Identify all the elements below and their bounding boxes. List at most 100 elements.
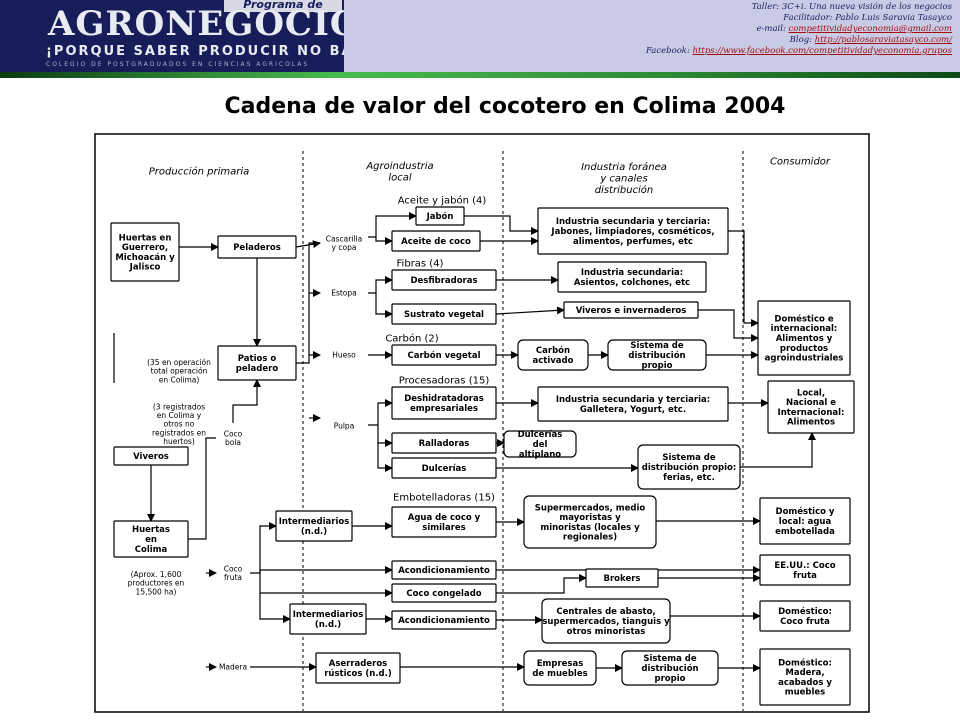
group-label-aceite: Aceite y jabón (4) xyxy=(398,195,487,207)
workshop-facebook: Facebook: https://www.facebook.com/compe… xyxy=(645,46,952,56)
facebook-link[interactable]: https://www.facebook.com/competitividady… xyxy=(692,46,952,56)
node-pulpa: Pulpa xyxy=(334,422,355,431)
workshop-info: Taller: 3C+i. Una nueva visión de los ne… xyxy=(646,2,952,57)
workshop-title: Taller: 3C+i. Una nueva visión de los ne… xyxy=(751,2,952,12)
node-viveros-invernaderos: Viveros e invernaderos xyxy=(563,301,699,319)
logo-program: Programa de xyxy=(224,0,342,12)
svg-text:Viveros e invernaderos: Viveros e invernaderos xyxy=(576,306,687,316)
svg-text:Madera: Madera xyxy=(219,663,247,672)
svg-text:Ralladoras: Ralladoras xyxy=(419,439,470,449)
svg-text:Industria secundaria y terciar: Industria secundaria y terciaria:Gallete… xyxy=(556,395,710,415)
svg-text:Desfibradoras: Desfibradoras xyxy=(410,276,477,286)
slide-title: Cadena de valor del cocotero en Colima 2… xyxy=(224,94,786,119)
green-divider xyxy=(0,72,960,78)
column-header-1: Producción primaria xyxy=(149,166,249,178)
blog-link[interactable]: http://pablosaraviatasayco.com/ xyxy=(814,35,952,45)
node-cons-5: Doméstico:Coco fruta xyxy=(759,600,851,632)
svg-text:Hueso: Hueso xyxy=(332,351,356,360)
node-jabon: Jabón xyxy=(415,206,465,226)
svg-text:Dulcerías: Dulcerías xyxy=(422,464,467,474)
email-link[interactable]: competitividadyeconomia@gmail.com xyxy=(788,24,952,34)
agronegocios-logo: Programa de AGRONEGOCIOS ¡PORQUE SABER P… xyxy=(0,0,344,72)
svg-text:Carbón (2): Carbón (2) xyxy=(385,333,438,345)
column-header-4: Consumidor xyxy=(770,157,831,168)
node-brokers: Brokers xyxy=(585,568,659,588)
node-ind-sec-terc-1: Industria secundaria y terciaria:Jabones… xyxy=(537,207,729,255)
node-dulcerias: Dulcerías xyxy=(391,457,497,479)
node-intermediarios-2: Intermediarios(n.d.) xyxy=(289,603,367,635)
svg-text:Carbón vegetal: Carbón vegetal xyxy=(408,350,481,361)
svg-text:Industria secundaria:Asientos,: Industria secundaria:Asientos, colchones… xyxy=(574,268,690,288)
svg-text:Intermediarios(n.d.): Intermediarios(n.d.) xyxy=(279,517,350,537)
node-centrales: Centrales de abasto,supermercados, tiang… xyxy=(541,598,671,644)
node-ind-sec-1: Industria secundaria:Asientos, colchones… xyxy=(557,261,707,293)
node-madera: Madera xyxy=(219,663,247,672)
svg-text:Fibras (4): Fibras (4) xyxy=(397,259,444,270)
svg-text:Brokers: Brokers xyxy=(604,574,641,584)
svg-text:Viveros: Viveros xyxy=(133,452,169,462)
header-banner: Programa de AGRONEGOCIOS ¡PORQUE SABER P… xyxy=(0,0,960,72)
node-viveros: Viveros xyxy=(113,446,189,466)
svg-text:Peladeros: Peladeros xyxy=(233,243,281,253)
node-sustrato: Sustrato vegetal xyxy=(391,303,497,325)
node-coco-congelado: Coco congelado xyxy=(391,583,497,603)
svg-text:Procesadoras (15): Procesadoras (15) xyxy=(399,376,490,387)
svg-text:Coco congelado: Coco congelado xyxy=(406,589,481,599)
svg-text:Centrales de abasto,supermerca: Centrales de abasto,supermercados, tiang… xyxy=(542,607,670,637)
logo-brand: AGRONEGOCIOS xyxy=(48,4,344,44)
node-desfibradoras: Desfibradoras xyxy=(391,269,497,291)
group-label-carbon: Carbón (2) xyxy=(385,333,438,345)
group-label-embotelladoras: Embotelladoras (15) xyxy=(393,493,495,504)
svg-text:Doméstico:Coco fruta: Doméstico:Coco fruta xyxy=(778,606,832,627)
svg-text:Industria secundaria y terciar: Industria secundaria y terciaria:Jabones… xyxy=(550,217,714,247)
svg-text:Aceite de coco: Aceite de coco xyxy=(401,237,471,247)
node-ralladoras: Ralladoras xyxy=(391,432,497,454)
node-estopa: Estopa xyxy=(331,289,357,298)
logo-slogan: ¡PORQUE SABER PRODUCIR NO BASTA! xyxy=(46,44,344,59)
